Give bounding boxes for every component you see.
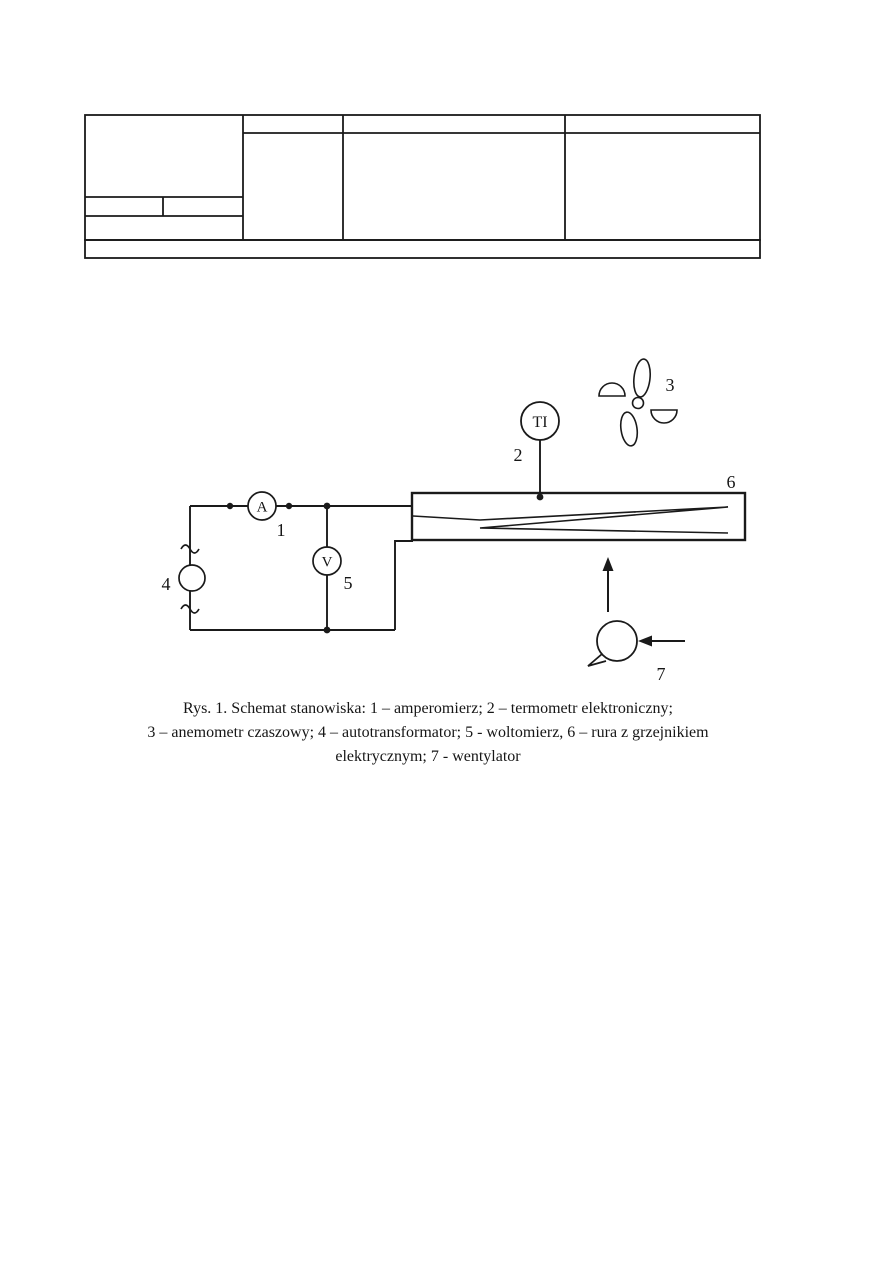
caption-line-2: 3 – anemometr czaszowy; 4 – autotransfor… xyxy=(147,724,709,741)
anemometer-number-label: 3 xyxy=(666,375,675,395)
ammeter-icon xyxy=(247,491,277,521)
heater-element-zigzag xyxy=(412,506,729,534)
junction-dot xyxy=(226,502,234,510)
autotransformer-icon xyxy=(178,564,206,592)
ventilator-fan: 7 xyxy=(587,620,685,684)
junction-dots xyxy=(226,493,544,634)
ammeter: A 1 xyxy=(247,491,286,540)
fan-number-label: 7 xyxy=(657,664,666,684)
airflow-arrowhead xyxy=(602,557,614,571)
flex-lead-squiggle-bottom xyxy=(180,604,200,614)
tube-outline xyxy=(410,491,747,542)
voltmeter: V 5 xyxy=(312,546,353,593)
caption-line-1: Rys. 1. Schemat stanowiska: 1 – amperomi… xyxy=(183,700,673,717)
heater-tube: 6 xyxy=(410,472,747,542)
autotransformer-number-label: 4 xyxy=(162,574,171,594)
fan-scroll-icon xyxy=(596,620,638,662)
anemometer-blade-bottom xyxy=(619,411,639,447)
voltmeter-symbol-label: V xyxy=(322,555,333,571)
junction-dot xyxy=(323,626,331,634)
fan-scroll-point xyxy=(587,653,607,667)
anemometer-blade-top xyxy=(632,358,652,398)
stand-schematic-diagram: 4 A 1 V 5 6 xyxy=(162,358,747,684)
thermometer-icon xyxy=(520,401,560,441)
flex-lead-squiggle-top xyxy=(180,544,200,554)
fan-inlet-arrowhead xyxy=(638,635,652,647)
anemometer-hub xyxy=(631,396,645,410)
anemometer-blade-left xyxy=(598,382,626,397)
anemometer: 3 xyxy=(598,358,678,447)
ammeter-symbol-label: A xyxy=(257,500,268,516)
ammeter-number-label: 1 xyxy=(277,520,286,540)
caption-line-3: elektrycznym; 7 - wentylator xyxy=(335,748,521,765)
thermometer-symbol-label: TI xyxy=(532,414,547,431)
thermometer-number-label: 2 xyxy=(514,445,523,465)
thermometer: TI 2 xyxy=(514,401,560,497)
bottom-step-wire xyxy=(394,540,413,630)
junction-dot xyxy=(323,502,331,510)
figure-caption: Rys. 1. Schemat stanowiska: 1 – amperomi… xyxy=(88,697,768,769)
voltmeter-number-label: 5 xyxy=(344,573,353,593)
anemometer-blade-right xyxy=(650,409,678,424)
airflow-arrow-up xyxy=(602,557,614,612)
tube-number-label: 6 xyxy=(727,472,736,492)
junction-dot xyxy=(536,493,544,501)
title-block-table xyxy=(84,114,761,259)
voltmeter-icon xyxy=(312,546,342,576)
junction-dot xyxy=(285,502,293,510)
title-block-bottom-strip xyxy=(84,239,761,259)
autotransformer: 4 xyxy=(162,544,206,614)
circuit-wires xyxy=(189,505,413,631)
